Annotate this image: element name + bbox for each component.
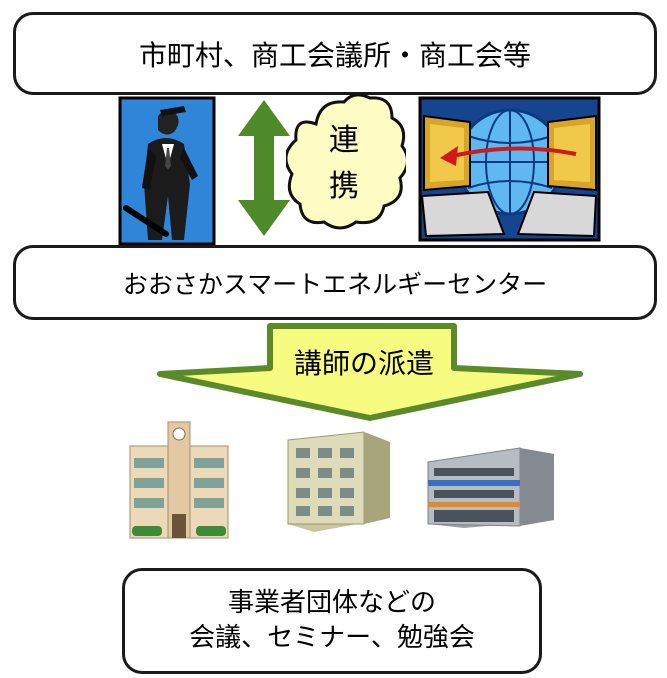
center-label: おおさかスマートエネルギーセンター (122, 269, 548, 299)
school-building-clipart (129, 421, 229, 539)
double-arrow-icon (238, 100, 290, 236)
businessman-clipart (118, 96, 216, 246)
meetings-label-line2: 会議、セミナー、勉強会 (189, 623, 475, 653)
dispatch-arrow (157, 323, 583, 421)
networked-computers-clipart (418, 96, 601, 242)
cooperation-label: 連携 (329, 123, 359, 204)
center-box: おおさかスマートエネルギーセンター (13, 245, 657, 320)
partners-box: 市町村、商工会議所・商工会等 (13, 12, 657, 95)
meetings-box: 事業者団体などの 会議、セミナー、勉強会 (122, 568, 542, 674)
cloud-shape (286, 94, 406, 230)
apartment-building-clipart (287, 431, 390, 532)
partners-label: 市町村、商工会議所・商工会等 (138, 38, 531, 72)
factory-building-clipart (427, 447, 554, 528)
dispatch-label: 講師の派遣 (293, 347, 434, 380)
meetings-label-line1: 事業者団体などの (227, 587, 436, 618)
